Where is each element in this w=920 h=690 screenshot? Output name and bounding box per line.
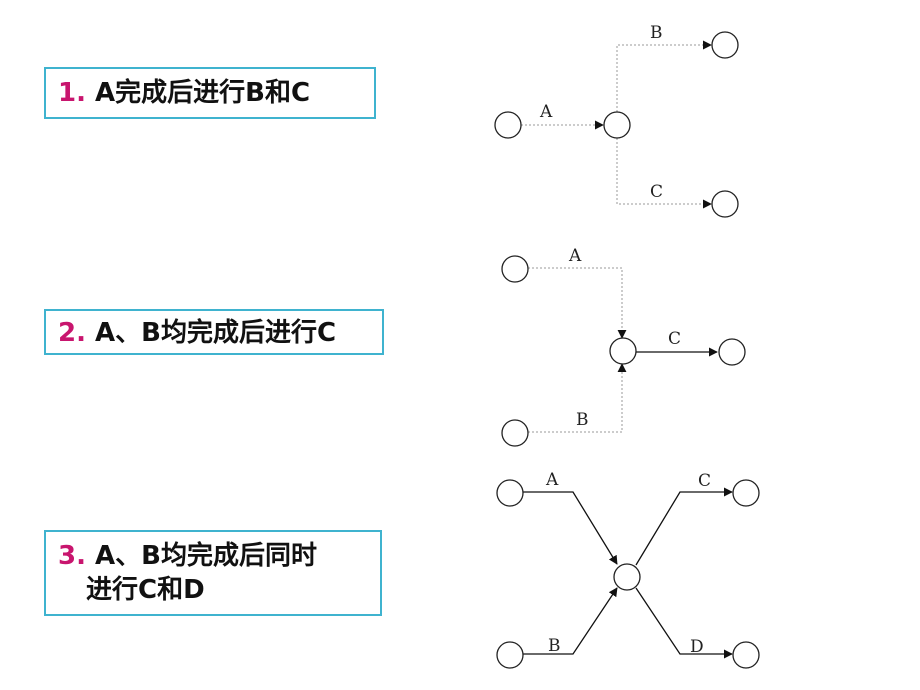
d1-edge-b bbox=[616, 40, 712, 112]
d1-node-start bbox=[494, 111, 522, 139]
d3-edge-a bbox=[523, 491, 618, 565]
d1-node-c-end bbox=[711, 190, 739, 218]
d2-node-a-start bbox=[501, 255, 529, 283]
d2-node-mid bbox=[609, 337, 637, 365]
d1-label-c: C bbox=[650, 182, 663, 202]
d3-node-a-start bbox=[496, 479, 524, 507]
case-3-text-line1: A、B均完成后同时 bbox=[95, 541, 317, 571]
case-2-box: 2. A、B均完成后进行C bbox=[44, 309, 384, 355]
d1-label-a: A bbox=[539, 102, 553, 122]
d2-node-b-start bbox=[501, 419, 529, 447]
d3-label-b: B bbox=[548, 636, 561, 656]
d3-label-c: C bbox=[698, 471, 711, 491]
d3-node-b-start bbox=[496, 641, 524, 669]
d1-node-mid bbox=[603, 111, 631, 139]
case-1-text: A完成后进行B和C bbox=[95, 78, 311, 108]
d2-edge-a bbox=[528, 267, 627, 339]
case-2-number: 2. bbox=[58, 318, 86, 348]
d3-node-c-end bbox=[732, 479, 760, 507]
case-3-box: 3. A、B均完成后同时 进行C和D bbox=[44, 530, 382, 616]
d3-edge-b bbox=[523, 587, 618, 655]
case-1-number: 1. bbox=[58, 78, 86, 108]
diagram-2: A B C bbox=[501, 246, 746, 447]
case-1-box: 1. A完成后进行B和C bbox=[44, 67, 376, 119]
d3-node-mid bbox=[613, 563, 641, 591]
diagram-3: A B C D bbox=[496, 470, 760, 669]
d2-label-a: A bbox=[568, 246, 582, 266]
d1-node-b-end bbox=[711, 31, 739, 59]
d3-node-d-end bbox=[732, 641, 760, 669]
case-2-text: A、B均完成后进行C bbox=[95, 318, 337, 348]
d2-node-c-end bbox=[718, 338, 746, 366]
d2-label-c: C bbox=[668, 329, 681, 349]
d1-edge-c bbox=[616, 138, 712, 209]
d1-label-b: B bbox=[650, 23, 663, 43]
d2-label-b: B bbox=[576, 410, 589, 430]
case-3-number: 3. bbox=[58, 541, 86, 571]
d3-edge-c bbox=[635, 487, 733, 566]
d3-label-d: D bbox=[690, 637, 704, 657]
d2-edge-b bbox=[528, 363, 627, 433]
case-3-text-line2: 进行C和D bbox=[86, 575, 205, 605]
diagram-1: A B C bbox=[494, 23, 739, 218]
d3-edge-d bbox=[635, 587, 733, 659]
d3-label-a: A bbox=[545, 470, 559, 490]
